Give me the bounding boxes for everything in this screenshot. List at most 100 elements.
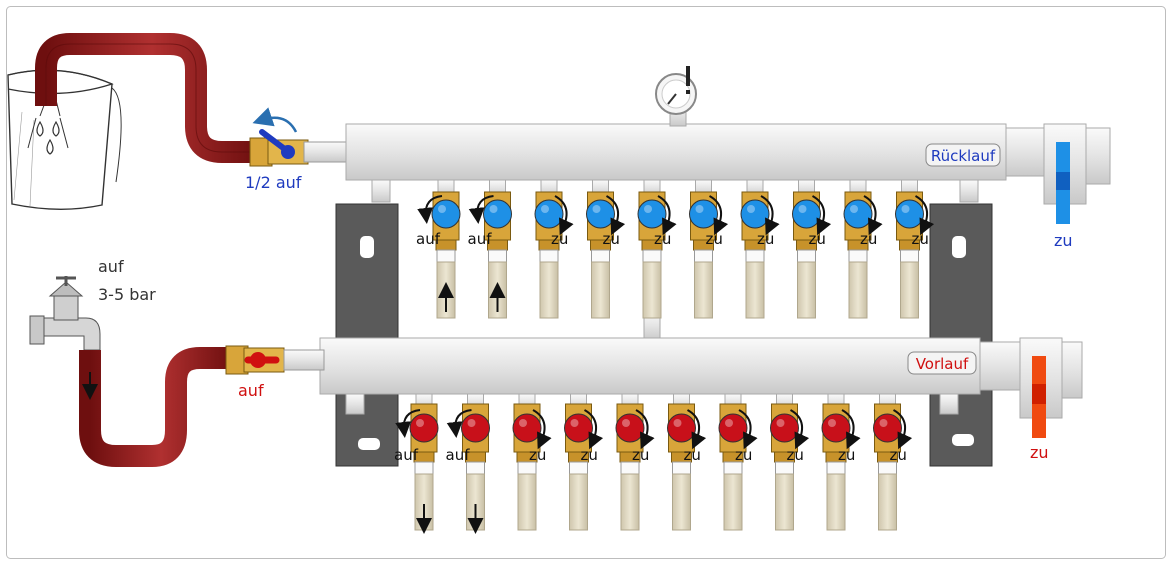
tap-state: auf xyxy=(98,257,124,276)
supply-valve-state: zu xyxy=(890,446,907,464)
return-valve-8[interactable]: zu xyxy=(792,179,832,319)
supply-inlet-valve[interactable] xyxy=(225,345,325,375)
rotate-arrow-icon xyxy=(760,195,780,236)
rotate-arrow-icon xyxy=(635,409,655,450)
supply-valve-2[interactable]: auf xyxy=(446,393,490,534)
supply-valve-state: zu xyxy=(787,446,804,464)
supply-valve-state: zu xyxy=(529,446,546,464)
return-end-state: zu xyxy=(1054,231,1073,250)
return-valve-10[interactable]: zu xyxy=(895,179,935,319)
supply-valve-state: zu xyxy=(684,446,701,464)
supply-manifold-tag xyxy=(907,351,977,375)
return-valve-state: zu xyxy=(912,230,929,248)
return-valve-row: auf auf zu zu zu zu zu zu zu zu xyxy=(416,179,935,319)
rotate-arrow-icon xyxy=(583,409,604,450)
return-valve-3[interactable]: zu xyxy=(534,179,574,319)
supply-valve-3[interactable]: zu xyxy=(512,393,552,531)
rotate-arrow-icon xyxy=(892,409,913,450)
supply-valve-5[interactable]: zu xyxy=(615,393,655,531)
return-manifold-tag xyxy=(925,143,1001,167)
rotate-arrow-icon xyxy=(252,107,298,133)
rotate-arrow-icon xyxy=(863,195,883,236)
return-valve-knob xyxy=(895,199,924,229)
return-valve-state: auf xyxy=(468,230,493,248)
return-valve-state: zu xyxy=(706,230,723,248)
rotate-arrow-icon xyxy=(657,195,677,236)
supply-valve-6[interactable]: zu xyxy=(667,393,707,531)
supply-valve-knob xyxy=(564,413,593,443)
water-tap-icon xyxy=(29,276,101,351)
rotate-arrow-icon xyxy=(468,195,494,224)
return-valve-state: auf xyxy=(416,230,441,248)
rotate-arrow-icon xyxy=(554,195,574,236)
supply-end-state: zu xyxy=(1030,443,1049,462)
return-valve-knob xyxy=(740,199,770,229)
rotate-arrow-icon xyxy=(708,195,729,236)
supply-valve-knob xyxy=(461,413,490,443)
supply-hose xyxy=(79,347,232,467)
supply-valve-10[interactable]: zu xyxy=(873,393,913,531)
supply-valve-knob xyxy=(615,413,645,443)
return-valve-state: zu xyxy=(551,230,568,248)
return-valve-7[interactable]: zu xyxy=(740,179,780,319)
return-valve-1[interactable]: auf xyxy=(416,179,461,319)
rotate-arrow-icon xyxy=(532,409,552,450)
return-valve-9[interactable]: zu xyxy=(843,179,883,319)
supply-valve-9[interactable]: zu xyxy=(821,393,861,531)
rotate-arrow-icon xyxy=(605,195,626,236)
return-valve-state: zu xyxy=(860,230,877,248)
supply-valve-knob xyxy=(409,413,439,443)
rotate-arrow-icon xyxy=(417,195,443,224)
return-valve-knob xyxy=(431,199,461,229)
return-valve-state: zu xyxy=(603,230,620,248)
return-manifold-label: Rücklauf xyxy=(931,147,996,165)
supply-manifold xyxy=(319,311,1083,438)
supply-valve-state: auf xyxy=(394,446,419,464)
return-valve-state: zu xyxy=(809,230,826,248)
supply-valve-state: zu xyxy=(581,446,598,464)
supply-valve-1[interactable]: auf xyxy=(394,393,439,534)
return-valve-knob xyxy=(586,199,615,229)
rotate-arrow-icon xyxy=(789,409,810,450)
rotate-arrow-icon xyxy=(811,195,832,236)
return-valve-5[interactable]: zu xyxy=(637,179,677,319)
supply-valve-state: auf xyxy=(446,446,471,464)
return-valve-knob xyxy=(637,199,667,229)
return-valve-knob xyxy=(534,199,564,229)
supply-inlet-valve-state: auf xyxy=(238,381,264,400)
supply-valve-8[interactable]: zu xyxy=(770,393,810,531)
return-valve-6[interactable]: zu xyxy=(689,179,729,319)
supply-valve-knob xyxy=(718,413,748,443)
supply-valve-7[interactable]: zu xyxy=(718,393,758,531)
supply-manifold-label: Vorlauf xyxy=(916,355,969,373)
return-valve-4[interactable]: zu xyxy=(586,179,626,319)
supply-valve-knob xyxy=(873,413,902,443)
tap-pressure: 3-5 bar xyxy=(98,285,156,304)
supply-valve-row: auf auf zu zu zu zu zu zu zu zu xyxy=(394,393,913,534)
supply-valve-knob xyxy=(512,413,542,443)
return-valve-knob xyxy=(483,199,512,229)
rotate-arrow-icon xyxy=(914,195,935,236)
bucket-icon xyxy=(7,69,122,210)
return-valve-knob xyxy=(792,199,821,229)
supply-valve-state: zu xyxy=(735,446,752,464)
supply-valve-knob xyxy=(770,413,799,443)
rotate-arrow-icon xyxy=(841,409,861,450)
supply-valve-4[interactable]: zu xyxy=(564,393,604,531)
return-valve-state: zu xyxy=(757,230,774,248)
rotate-arrow-icon xyxy=(686,409,707,450)
rotate-arrow-icon xyxy=(395,409,421,438)
rotate-arrow-icon xyxy=(738,409,758,450)
supply-valve-knob xyxy=(821,413,851,443)
return-manifold xyxy=(345,66,1111,224)
return-inlet-valve-state: 1/2 auf xyxy=(245,173,302,192)
return-valve-knob xyxy=(843,199,873,229)
supply-valve-knob xyxy=(667,413,696,443)
return-valve-knob xyxy=(689,199,718,229)
rotate-arrow-icon xyxy=(446,409,472,438)
supply-valve-state: zu xyxy=(632,446,649,464)
return-valve-2[interactable]: auf xyxy=(468,179,512,319)
supply-valve-state: zu xyxy=(838,446,855,464)
return-valve-state: zu xyxy=(654,230,671,248)
